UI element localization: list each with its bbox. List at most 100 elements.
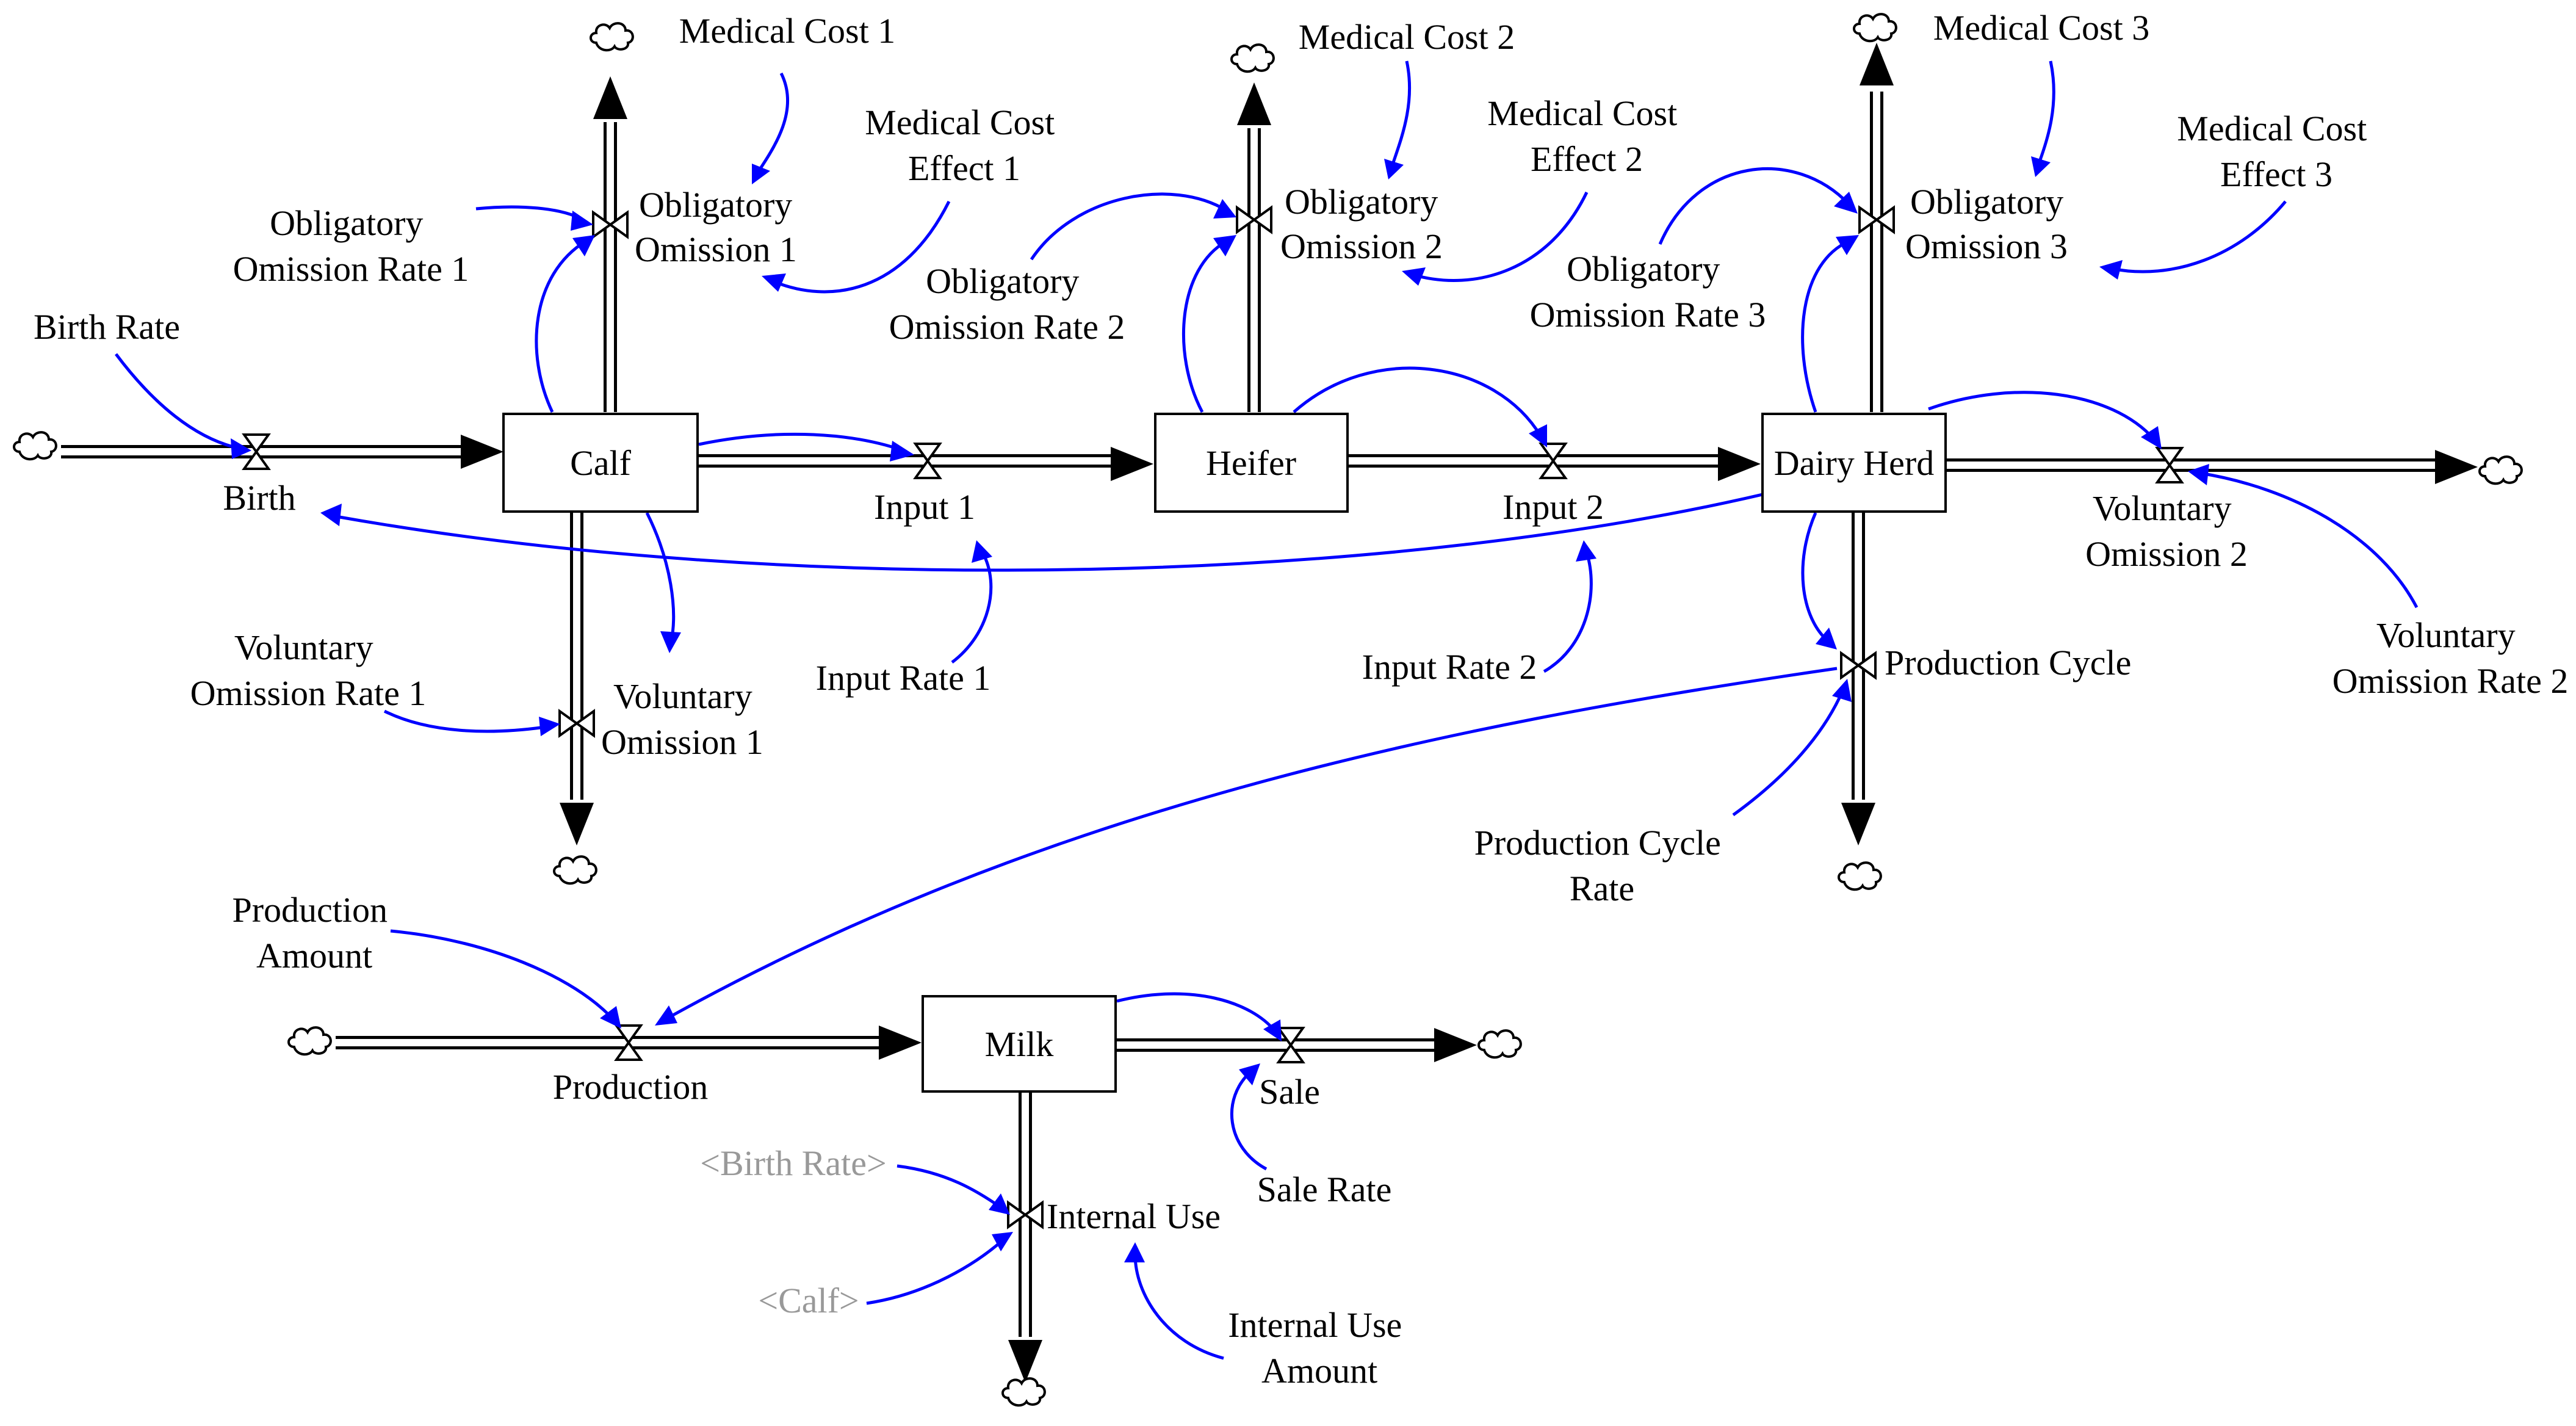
cloud-icon [2478,455,2523,485]
var-input-rate-2[interactable]: Input Rate 2 [1362,647,1537,687]
var-voluntary-omission-rate-2[interactable]: Voluntary Omission Rate 2 [2332,615,2569,701]
var-medical-cost-1[interactable]: Medical Cost 1 [679,11,895,51]
cloud-icon [590,22,634,52]
shadow-var-birth-rate[interactable]: <Birth Rate> [700,1143,886,1183]
flow-label-voluntary-omission-2[interactable]: Voluntary Omission 2 [2085,488,2248,574]
valve-icon[interactable] [614,1024,643,1061]
label-line: Obligatory [639,185,792,225]
flow-label-internal-use[interactable]: Internal Use [1047,1196,1221,1236]
arrowhead-icon [1008,1340,1042,1383]
valve-icon[interactable] [1007,1200,1044,1229]
arrowhead-icon [461,435,503,469]
label-line: Voluntary [234,628,373,667]
label-line: Obligatory [270,203,423,243]
var-production-cycle-rate[interactable]: Production Cycle Rate [1474,823,1730,908]
flow-pipes [61,92,2435,1337]
var-obligatory-omission-rate-2[interactable]: Obligatory Omission Rate 2 [889,261,1125,347]
flow-label-production[interactable]: Production [553,1067,709,1107]
var-sale-rate[interactable]: Sale Rate [1257,1170,1392,1209]
valve-icon[interactable] [592,210,629,239]
valve-icon[interactable] [242,433,271,470]
flow-label-input-2[interactable]: Input 2 [1503,487,1604,527]
var-medical-cost-effect-2[interactable]: Medical Cost Effect 2 [1487,93,1686,179]
flow-label-sale[interactable]: Sale [1259,1072,1320,1112]
flow-arrowheads [461,43,2478,1383]
label-line: Voluntary [613,676,752,716]
variable-labels: Birth Rate Medical Cost 1 Medical Cost 2… [34,8,2568,1391]
label-line: Omission Rate 2 [2332,661,2569,701]
label-line: Obligatory [1910,182,2063,222]
var-medical-cost-effect-3[interactable]: Medical Cost Effect 3 [2177,109,2375,194]
label-line: Voluntary [2376,615,2516,655]
var-obligatory-omission-rate-3[interactable]: Obligatory Omission Rate 3 [1530,249,1766,335]
arrowhead-icon [1434,1028,1477,1062]
label-line: Amount [256,936,372,975]
cloud-icon [1001,1377,1046,1407]
cloud-icon [1230,43,1275,73]
stock-milk[interactable]: Milk [922,995,1117,1093]
label-line: Amount [1261,1351,1377,1391]
flow-label-voluntary-omission-1[interactable]: Voluntary Omission 1 [601,676,763,762]
arrowhead-icon [879,1026,922,1060]
arrowhead-icon [560,803,594,845]
stock-label: Dairy Herd [1774,443,1935,483]
cloud-icon [287,1026,332,1056]
flow-labels: Birth Input 1 Input 2 Obligatory Omissio… [223,182,2248,1236]
cloud-icon [1477,1029,1522,1059]
var-production-amount[interactable]: Production Amount [232,890,396,975]
label-line: Omission 1 [635,230,797,269]
label-line: Obligatory [1285,182,1438,222]
var-medical-cost-effect-1[interactable]: Medical Cost Effect 1 [865,103,1063,188]
flow-label-production-cycle[interactable]: Production Cycle [1885,643,2131,682]
cloud-icon [553,855,597,885]
stock-heifer[interactable]: Heifer [1154,413,1349,513]
flow-label-obligatory-omission-1[interactable]: Obligatory Omission 1 [635,185,801,269]
label-line: Omission Rate 1 [233,249,469,289]
arrowhead-icon [1841,803,1875,845]
label-line: Omission Rate 1 [190,673,427,713]
valve-icon[interactable] [1276,1027,1305,1063]
arrowhead-icon [1718,447,1761,481]
var-medical-cost-3[interactable]: Medical Cost 3 [1933,8,2149,48]
label-line: Omission 3 [1905,226,2068,266]
flow-label-obligatory-omission-2[interactable]: Obligatory Omission 2 [1280,182,1447,266]
valve-icon[interactable] [1236,205,1272,234]
stock-dairy-herd[interactable]: Dairy Herd [1761,413,1947,513]
cloud-icon [13,431,57,461]
label-line: Medical Cost [1487,93,1677,133]
arrowhead-icon [1237,82,1271,125]
stock-label: Calf [570,443,632,483]
stock-calf[interactable]: Calf [502,413,699,513]
label-line: Effect 2 [1531,139,1643,179]
flow-label-input-1[interactable]: Input 1 [874,487,975,527]
label-line: Effect 1 [908,148,1020,188]
valve-icon[interactable] [1840,651,1877,680]
label-line: Medical Cost [865,103,1055,142]
arrowhead-icon [1111,447,1153,481]
label-line: Omission 2 [2085,534,2248,574]
label-line: Obligatory [1567,249,1720,289]
stock-label: Milk [985,1024,1054,1064]
valve-icon[interactable] [1539,443,1568,479]
var-obligatory-omission-rate-1[interactable]: Obligatory Omission Rate 1 [233,203,469,289]
label-line: Production Cycle [1474,823,1721,863]
label-line: Rate [1570,869,1634,908]
label-line: Production [232,890,388,930]
var-voluntary-omission-rate-1[interactable]: Voluntary Omission Rate 1 [190,628,427,713]
valve-icon[interactable] [558,709,595,738]
var-input-rate-1[interactable]: Input Rate 1 [816,658,991,698]
valve-icon[interactable] [913,443,942,479]
valve-icon[interactable] [1858,205,1895,234]
arrowhead-icon [593,76,627,119]
var-internal-use-amount[interactable]: Internal Use Amount [1228,1305,1411,1391]
label-line: Omission 2 [1280,226,1443,266]
var-birth-rate[interactable]: Birth Rate [34,307,180,347]
flow-label-birth[interactable]: Birth [223,478,295,518]
flow-label-obligatory-omission-3[interactable]: Obligatory Omission 3 [1905,182,2073,266]
shadow-var-calf[interactable]: <Calf> [758,1281,859,1320]
var-medical-cost-2[interactable]: Medical Cost 2 [1299,17,1515,57]
label-line: Omission Rate 2 [889,307,1125,347]
valve-icon[interactable] [2155,447,2184,483]
stock-label: Heifer [1206,443,1296,483]
label-line: Omission Rate 3 [1530,295,1766,335]
